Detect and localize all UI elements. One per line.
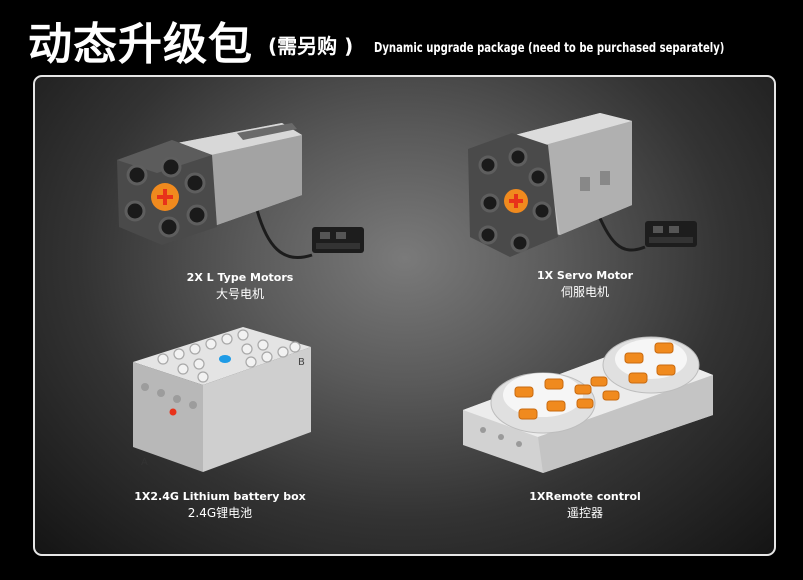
remote-control-image (453, 315, 718, 475)
remote-control-label-en: 1XRemote control (529, 490, 641, 503)
servo-motor-image (460, 107, 720, 272)
battery-box-caption: 1X2.4G Lithium battery box 2.4G锂电池 (130, 489, 310, 521)
title-chinese: 动态升级包 (28, 19, 253, 70)
servo-motor-label-cn: 伺服电机 (560, 285, 609, 299)
remote-control-label-cn: 遥控器 (566, 506, 603, 520)
l-motor-label-cn: 大号电机 (215, 287, 264, 301)
battery-box-label-cn: 2.4G锂电池 (187, 506, 253, 520)
header: 动态升级包 (需另购 ) Dynamic upgrade package (ne… (0, 0, 803, 70)
title-english: Dynamic upgrade package (need to be purc… (374, 41, 725, 56)
servo-motor-label-en: 1X Servo Motor (536, 269, 634, 282)
servo-motor-caption: 1X Servo Motor 伺服电机 (505, 268, 665, 300)
battery-label-a: A (141, 457, 148, 468)
battery-box-image: A B (113, 317, 323, 477)
battery-label-b: B (298, 357, 305, 368)
battery-box-label-en: 1X2.4G Lithium battery box (134, 490, 306, 503)
product-panel: 2X L Type Motors 大号电机 (33, 75, 776, 556)
l-motor-image (107, 115, 387, 275)
l-motor-label-en: 2X L Type Motors (186, 271, 294, 284)
remote-control-caption: 1XRemote control 遥控器 (505, 489, 665, 521)
title-purchase-note: (需另购 ) (268, 34, 354, 58)
l-motor-caption: 2X L Type Motors 大号电机 (160, 270, 320, 302)
